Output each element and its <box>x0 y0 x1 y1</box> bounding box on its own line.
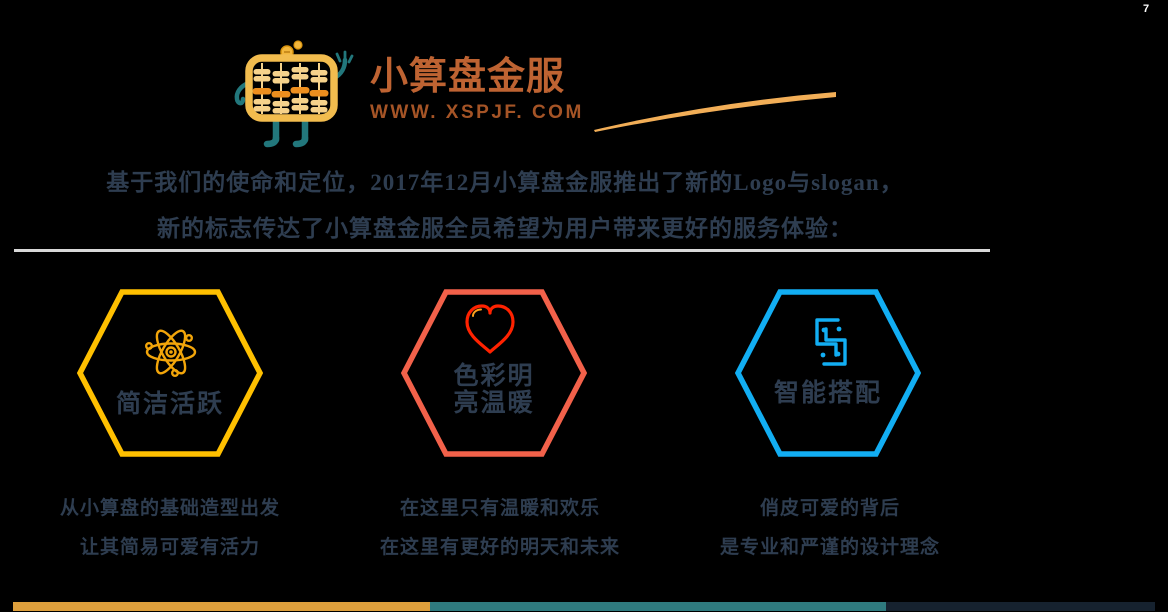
footer-segment-orange <box>13 602 430 611</box>
page-number: 7 <box>1142 3 1150 15</box>
feature-label-line: 智能搭配 <box>773 380 882 407</box>
atom-icon <box>145 329 197 378</box>
intro-line-1: 基于我们的使命和定位，2017年12月小算盘金服推出了新的Logo与slogan… <box>106 170 904 195</box>
swoosh-line <box>594 92 836 132</box>
feature-label-line: 亮温暖 <box>453 390 535 417</box>
brand-title: 小算盘金服 <box>370 56 566 98</box>
intro-line-2: 新的标志传达了小算盘金服全员希望为用户带来更好的服务体验： <box>157 216 853 241</box>
divider-line <box>14 249 990 252</box>
desc-line: 从小算盘的基础造型出发 <box>59 498 280 519</box>
desc-line: 让其简易可爱有活力 <box>79 537 260 558</box>
footer-segment-navy <box>886 602 1155 611</box>
feature-label-line: 色彩明 <box>453 363 535 390</box>
feature-label-simple: 简洁活跃 <box>77 391 263 418</box>
desc-line: 是专业和严谨的设计理念 <box>719 537 940 558</box>
intro-paragraph: 基于我们的使命和定位，2017年12月小算盘金服推出了新的Logo与slogan… <box>0 160 1010 252</box>
hexagon-smart <box>735 289 921 457</box>
brand-block: 小算盘金服 WWW. XSPJF. COM <box>370 56 584 124</box>
brand-url: WWW. XSPJF. COM <box>370 101 584 123</box>
hexagon-simple <box>77 289 263 457</box>
feature-desc-simple: 从小算盘的基础造型出发 让其简易可爱有活力 <box>34 489 306 567</box>
hexagon-color <box>401 289 587 457</box>
abacus-mascot-logo-icon <box>234 40 354 148</box>
desc-line: 在这里有更好的明天和未来 <box>379 537 620 558</box>
feature-label-smart: 智能搭配 <box>735 380 921 407</box>
feature-desc-color: 在这里只有温暖和欢乐 在这里有更好的明天和未来 <box>364 489 636 567</box>
footer-color-bar <box>13 602 1155 611</box>
desc-line: 俏皮可爱的背后 <box>759 498 900 519</box>
desc-line: 在这里只有温暖和欢乐 <box>399 498 600 519</box>
feature-label-color: 色彩明 亮温暖 <box>401 363 587 417</box>
feature-label-line: 简洁活跃 <box>115 391 224 418</box>
interlock-icon <box>815 318 847 366</box>
heart-icon <box>465 304 515 354</box>
feature-desc-smart: 俏皮可爱的背后 是专业和严谨的设计理念 <box>694 489 966 567</box>
footer-segment-teal <box>430 602 886 611</box>
abacus-beads-accent <box>252 87 329 98</box>
